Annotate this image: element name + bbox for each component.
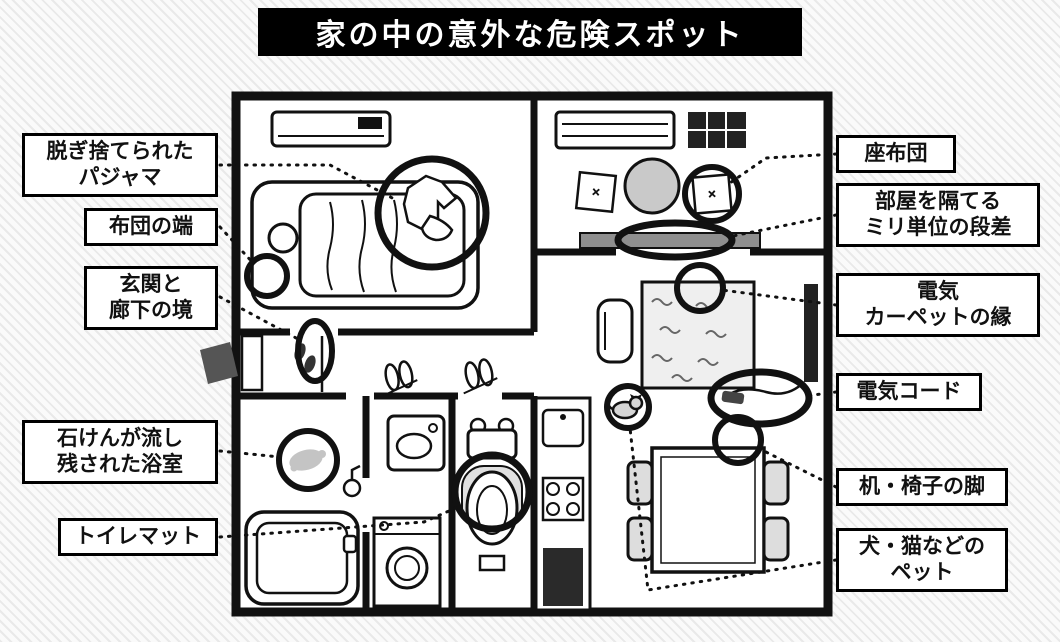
- kitchen: [534, 396, 592, 612]
- danger-circle-pet: [604, 383, 652, 431]
- label-cord: 電気コード: [836, 373, 982, 411]
- label-toilet-mat-line1: トイレマット: [75, 524, 201, 548]
- round-table: [623, 157, 681, 215]
- danger-circle-carpet-edge: [674, 262, 726, 314]
- label-pet: 犬・猫などの ペット: [836, 528, 1008, 592]
- label-toilet-mat: トイレマット: [58, 518, 218, 556]
- doormat: [200, 342, 238, 384]
- danger-circle-toilet-mat: [451, 451, 533, 533]
- power-cord-icon: [721, 381, 805, 405]
- label-desk-chair: 机・椅子の脚: [836, 468, 1008, 506]
- danger-circles: [244, 155, 813, 533]
- shower-fixture-icon: [342, 464, 362, 498]
- stove-icon: [541, 476, 585, 522]
- label-pajama-line2: パジャマ: [78, 166, 162, 189]
- label-step-line2: ミリ単位の段差: [864, 216, 1012, 239]
- danger-circle-cord: [707, 368, 813, 428]
- label-desk-chair-line1: 机・椅子の脚: [859, 474, 985, 498]
- label-zabuton: 座布団: [836, 135, 956, 173]
- washbasin-icon: [386, 414, 446, 472]
- label-zabuton-line1: 座布団: [864, 141, 928, 165]
- soap-residue: [289, 449, 326, 472]
- washroom: [244, 414, 446, 608]
- zabuton-cushion: [574, 170, 618, 214]
- label-step: 部屋を隔てる ミリ単位の段差: [836, 183, 1040, 247]
- sink-icon: [541, 408, 585, 448]
- dining-table: [650, 446, 766, 574]
- slippers-icon: [383, 358, 498, 397]
- label-pet-line2: ペット: [890, 561, 954, 584]
- label-carpet-edge: 電気 カーペットの縁: [836, 273, 1040, 337]
- air-conditioner-icon: [270, 110, 392, 148]
- danger-circle-pajama: [374, 155, 490, 271]
- shelf-icon: [688, 112, 746, 148]
- washing-machine-icon: [372, 516, 442, 608]
- label-genkan-line2: 廊下の境: [109, 299, 193, 322]
- air-conditioner-icon: [554, 110, 676, 150]
- cat-icon: [607, 394, 644, 420]
- inner-walls: [240, 100, 824, 608]
- zabuton-cushion: [691, 173, 733, 215]
- label-futon-edge: 布団の端: [84, 208, 218, 246]
- armchair: [596, 298, 634, 364]
- pajamas-icon: [402, 174, 458, 242]
- label-pajama: 脱ぎ捨てられた パジャマ: [22, 133, 218, 197]
- danger-circle-bathroom: [276, 428, 340, 492]
- label-cord-line1: 電気コード: [856, 379, 962, 403]
- label-bathroom-line1: 石けんが流し: [57, 426, 183, 450]
- label-pet-line1: 犬・猫などの: [859, 534, 985, 558]
- bathtub-icon: [244, 510, 360, 606]
- label-carpet-edge-line2: カーペットの縁: [864, 306, 1012, 329]
- label-step-line1: 部屋を隔てる: [875, 189, 1001, 213]
- label-genkan-line1: 玄関と: [119, 272, 183, 296]
- danger-circle-zabuton: [682, 164, 742, 224]
- bedroom: [250, 110, 480, 310]
- label-bathroom-line2: 残された浴室: [57, 453, 183, 476]
- danger-circle-genkan: [295, 318, 335, 384]
- label-pajama-line1: 脱ぎ捨てられた: [46, 139, 194, 163]
- refrigerator-icon: [543, 548, 583, 606]
- shoe-cabinet: [240, 334, 264, 392]
- danger-circle-chair-legs: [712, 414, 764, 466]
- danger-circle-step: [614, 219, 736, 261]
- tv-icon: [804, 284, 818, 382]
- electric-carpet: [640, 280, 756, 390]
- leader-lines: [218, 152, 838, 592]
- label-genkan: 玄関と 廊下の境: [84, 266, 218, 330]
- label-carpet-edge-line1: 電気: [917, 279, 959, 303]
- danger-circle-futon-edge: [244, 253, 290, 299]
- shoe-icon: [304, 355, 316, 373]
- label-bathroom: 石けんが流し 残された浴室: [22, 420, 218, 484]
- tatami-room: [554, 110, 761, 249]
- page-title: 家の中の意外な危険スポット: [258, 8, 802, 56]
- label-futon-edge-line1: 布団の端: [109, 214, 193, 238]
